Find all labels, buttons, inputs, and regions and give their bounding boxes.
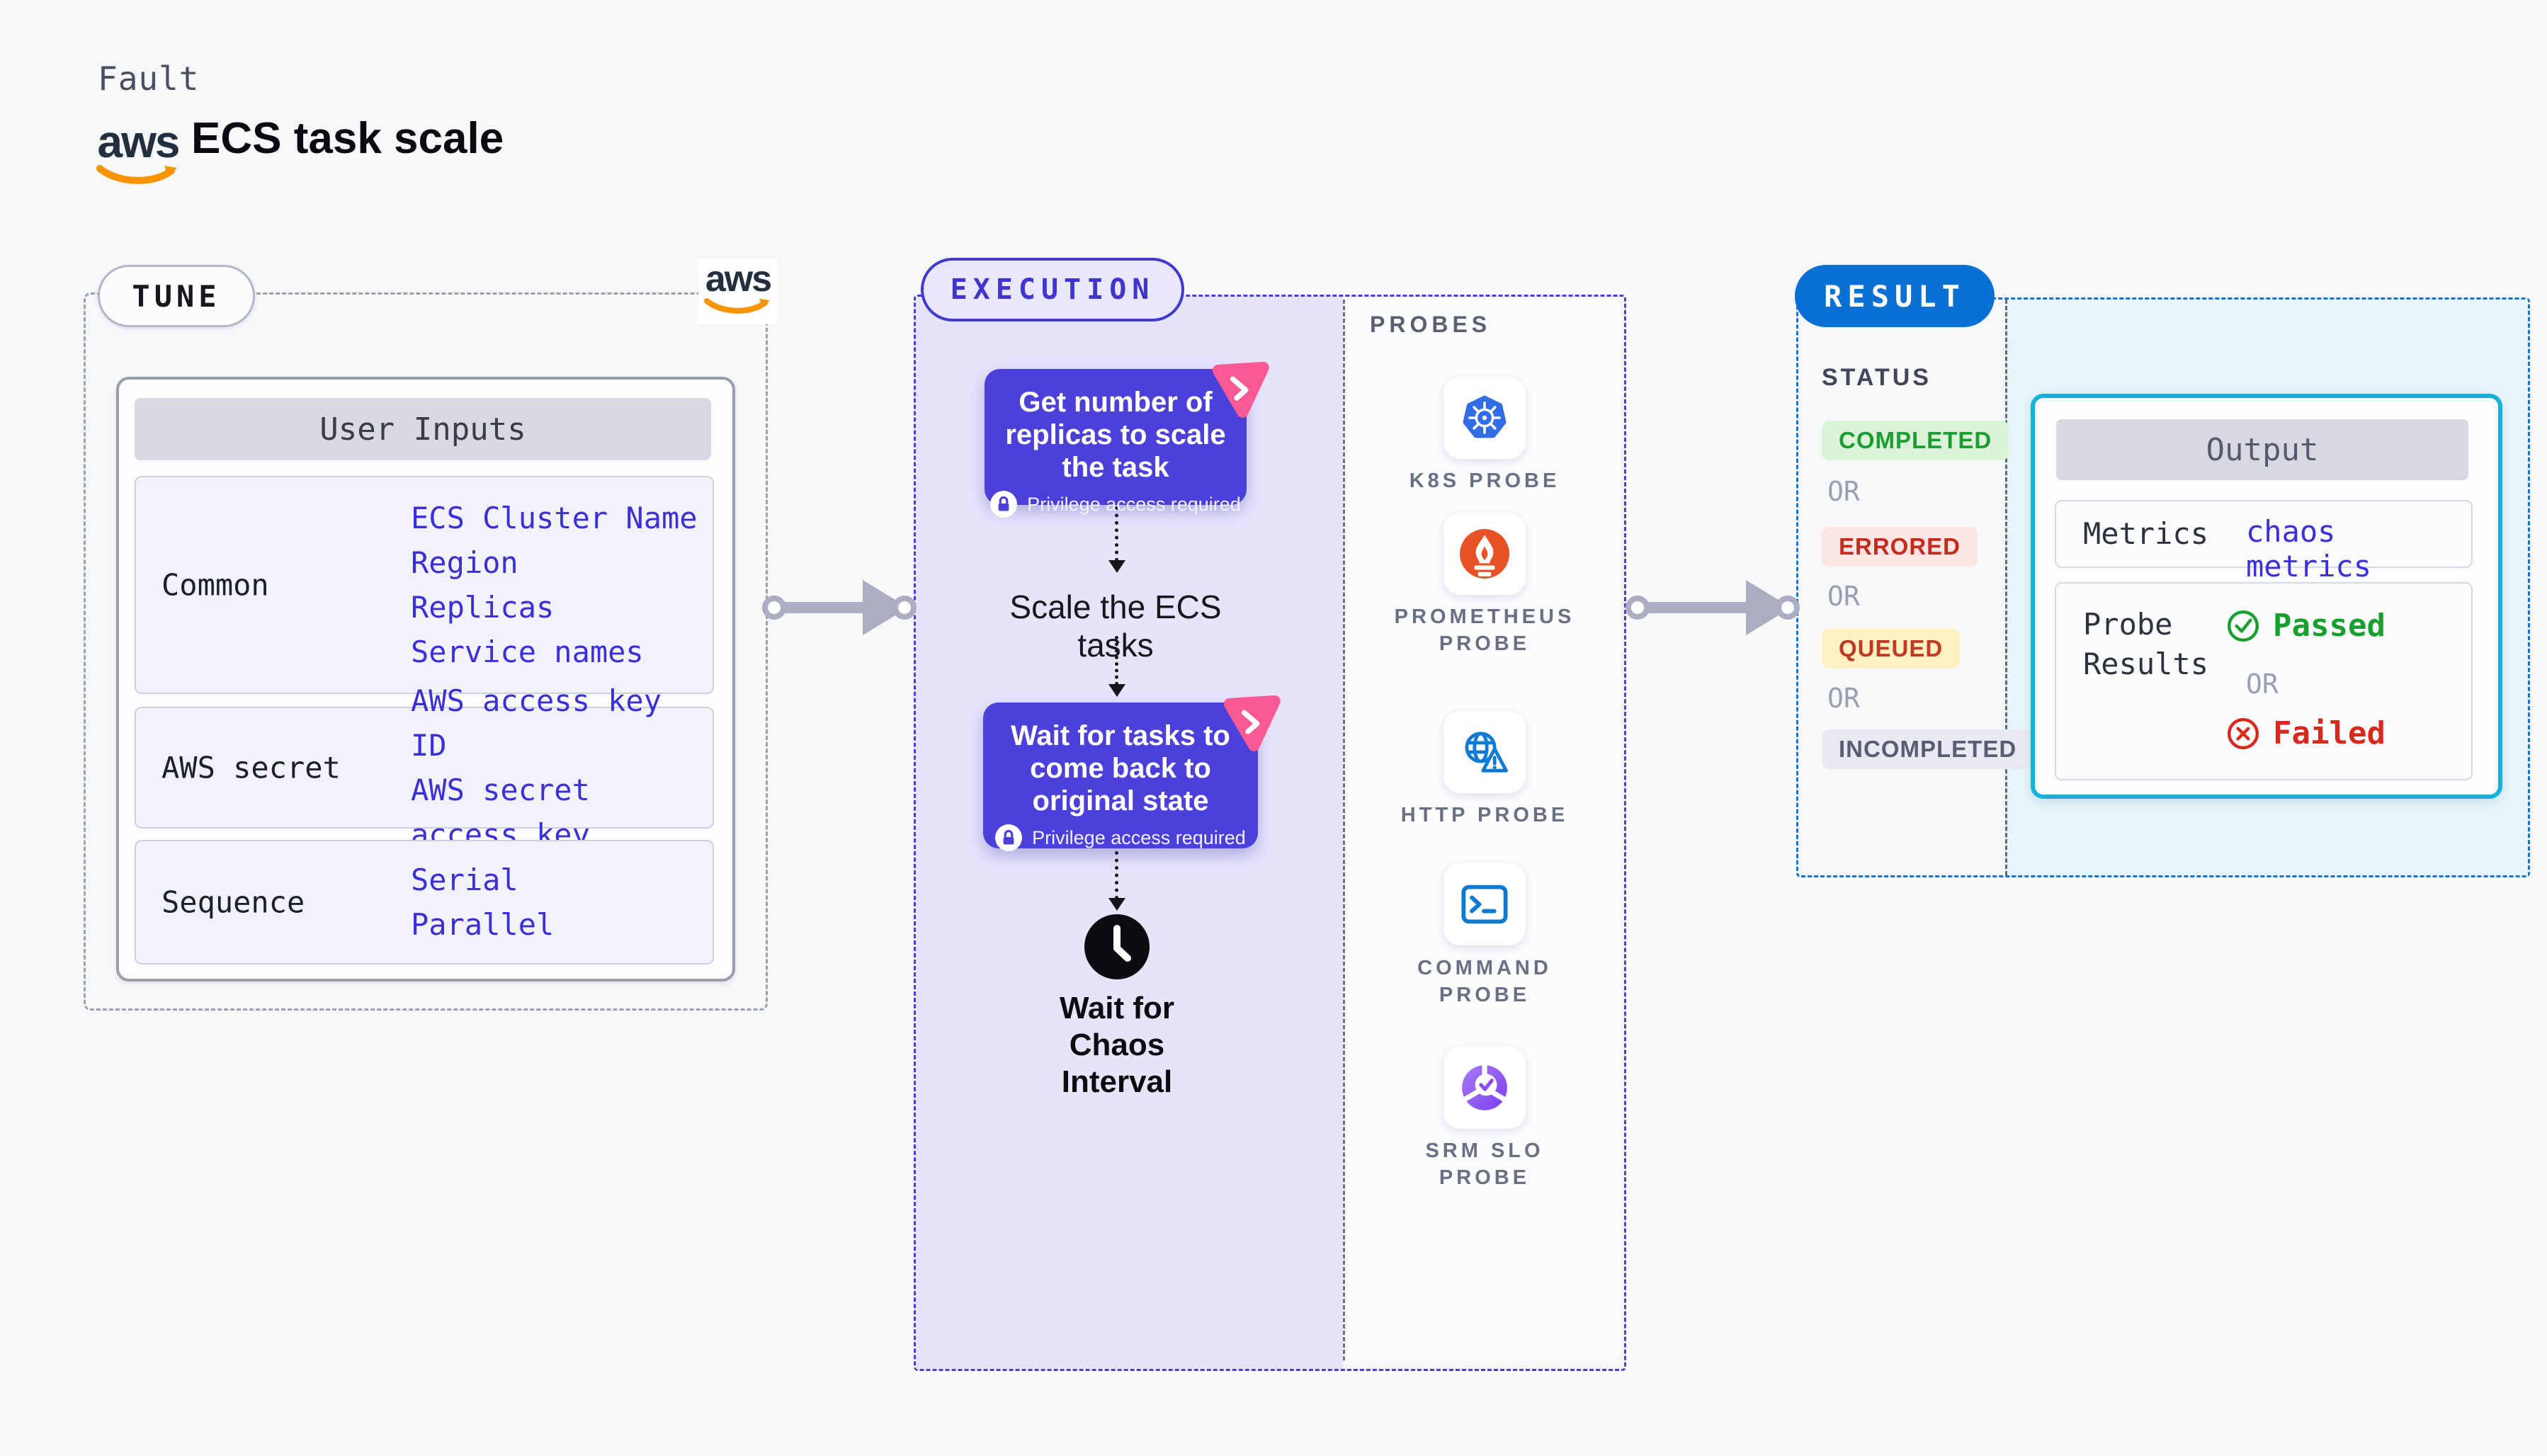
chaos-icon [1223,695,1281,751]
flow-arrowhead [1108,684,1125,697]
status-badge-completed: COMPLETED [1822,421,2009,460]
row-label: Common [161,567,269,603]
probes-title: PROBES [1370,312,1492,337]
aws-logo-text: aws [97,116,181,167]
check-circle-icon [2227,610,2259,642]
input-link[interactable]: Service names [411,635,644,669]
or-separator: OR [1827,683,1860,714]
input-link[interactable]: Parallel [411,907,555,942]
row-values: AWS access key ID AWS secret access key [411,678,713,857]
chaos-icon [1212,361,1269,418]
privilege-note: Privilege access required [985,491,1247,518]
input-link[interactable]: Serial [411,863,518,897]
input-link[interactable]: Region [411,545,518,580]
fault-eyebrow: Fault [98,59,200,98]
probe-card-srm-slo[interactable] [1443,1047,1526,1129]
aws-logo: aws [96,119,180,191]
step-text: Get number of replicas to scale the task [1005,387,1226,483]
user-inputs-row-sequence: Sequence Serial Parallel [135,840,714,965]
chaos-metrics-link[interactable]: chaos metrics [2246,514,2372,584]
flow-arrowhead [1108,560,1125,573]
failed-text: Failed [2273,715,2386,751]
arrow-shaft [1648,602,1747,613]
output-title: Output [2056,419,2468,480]
probe-label: HTTP PROBE [1400,804,1569,826]
step-text: Wait for tasks to come back to original … [1011,720,1230,817]
step-wait-chaos-interval: Wait for Chaos Interval [1059,991,1175,1099]
flow-connector [1115,506,1118,562]
arrow-start-node [1626,596,1650,620]
output-card: Output Metrics chaos metrics Probe Resul… [2031,394,2502,799]
or-separator: OR [1827,581,1860,612]
or-separator: OR [1827,476,1860,507]
prometheus-icon [1460,529,1509,579]
lock-icon [990,491,1018,518]
step-get-replicas: Get number of replicas to scale the task… [985,361,1269,518]
terminal-icon [1461,885,1508,924]
aws-swoosh-icon [96,165,177,184]
or-separator: OR [2246,669,2279,700]
page-title: ECS task scale [191,114,504,163]
probe-card-command[interactable] [1443,863,1526,945]
output-metrics-row: Metrics chaos metrics [2055,500,2473,584]
aws-swoosh-icon [704,297,770,314]
input-link[interactable]: AWS access key ID [411,683,662,763]
flow-connector [1115,636,1118,686]
probe-result-failed: Failed [2226,715,2386,751]
input-link[interactable]: Replicas [411,590,555,625]
status-badge-errored: ERRORED [1822,527,1978,567]
arrow-start-node [762,596,786,620]
passed-text: Passed [2273,608,2386,644]
probe-card-prometheus[interactable] [1443,513,1526,595]
user-inputs-row-common: Common ECS Cluster Name Region Replicas … [135,476,714,694]
privilege-note-text: Privilege access required [1032,826,1246,848]
privilege-note: Privilege access required [983,824,1258,851]
probe-result-passed: Passed [2226,608,2386,644]
row-values: ECS Cluster Name Region Replicas Service… [411,496,698,674]
user-inputs-title: User Inputs [135,398,711,460]
aws-corner-logo: aws [698,259,778,324]
user-inputs-row-aws-secret: AWS secret AWS access key ID AWS secret … [135,683,714,852]
user-inputs-card: User Inputs Common ECS Cluster Name Regi… [116,377,735,982]
probes-to-result-arrow [1626,580,1800,635]
input-link[interactable]: ECS Cluster Name [411,501,698,535]
row-label: Sequence [161,885,305,920]
status-badge-incompleted: INCOMPLETED [1822,729,2034,769]
row-values: Serial Parallel [411,858,554,947]
flow-connector [1115,851,1118,899]
aws-corner-logo-text: aws [705,258,772,300]
probe-results-label: Probe Results [2083,607,2209,681]
probe-label: PROMETHEUS PROBE [1394,605,1575,655]
lock-icon [995,824,1023,851]
clock-icon [1084,914,1150,979]
srm-slo-icon [1462,1064,1507,1110]
flow-arrowhead [1108,898,1125,911]
tune-to-execution-arrow [762,580,917,635]
status-badge-queued: QUEUED [1822,629,1961,669]
arrow-end-node [1776,596,1800,620]
execution-badge: EXECUTION [921,258,1184,322]
probe-card-k8s[interactable] [1443,377,1526,459]
arrow-end-node [892,596,917,620]
status-title: STATUS [1822,364,1931,391]
probe-card-http[interactable] [1443,711,1526,793]
row-label: AWS secret [161,750,341,785]
tune-badge: TUNE [98,265,255,327]
kubernetes-icon [1463,395,1507,438]
tune-panel [84,292,768,1011]
result-badge: RESULT [1795,265,1995,327]
privilege-note-text: Privilege access required [1027,493,1241,515]
probe-label: COMMAND PROBE [1417,957,1552,1006]
x-circle-icon [2227,717,2259,749]
http-globe-warning-icon [1465,732,1508,773]
step-wait-original-state: Wait for tasks to come back to original … [983,695,1281,851]
arrow-shaft [785,602,864,613]
output-probe-results-row: Probe Results Passed OR Failed [2055,582,2473,780]
probes-panel [1343,300,1621,1360]
probe-label: K8S PROBE [1409,470,1560,492]
probe-label: SRM SLO PROBE [1425,1139,1544,1189]
metrics-label: Metrics [2083,516,2209,551]
